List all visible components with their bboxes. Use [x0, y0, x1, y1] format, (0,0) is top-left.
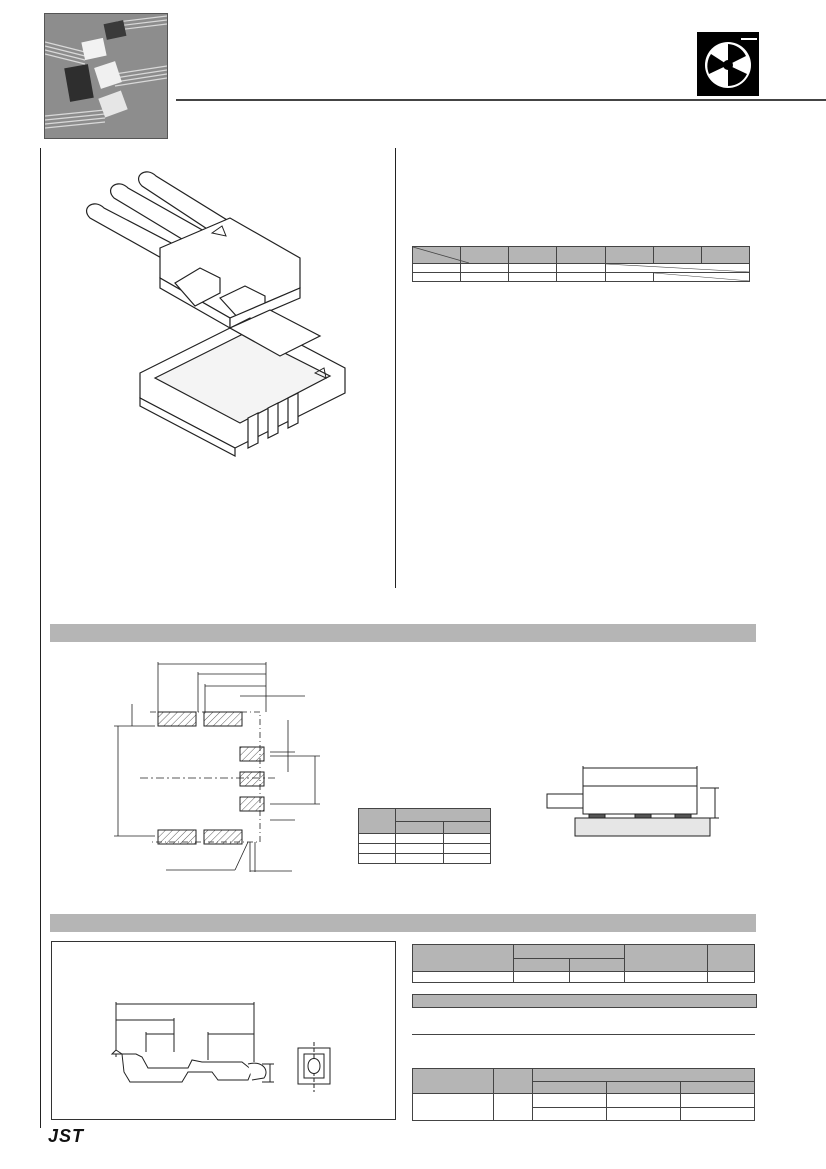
dimensions-table-row	[358, 833, 491, 844]
crimp-tool-row	[413, 1106, 755, 1121]
reel-graphic	[705, 38, 757, 88]
dimensions-table-header-row	[358, 808, 491, 834]
specs-table-header-row	[411, 246, 751, 264]
specs-header-cell	[508, 246, 558, 264]
dimensions-table-row	[358, 843, 491, 854]
specs-header-cell	[700, 246, 751, 264]
dimensions-table-row	[358, 853, 491, 864]
section-bar-pc-board-layout	[50, 624, 756, 642]
connector-3d-drawing	[85, 171, 346, 457]
specs-table	[411, 246, 751, 282]
crimp-tool-header-cell	[532, 1068, 755, 1082]
crimp-tool-header-cell	[493, 1068, 533, 1094]
column-divider	[395, 148, 396, 588]
contact-spec-header-cell	[707, 944, 755, 972]
product-photo	[44, 13, 168, 139]
applicable-wire-bar	[412, 994, 757, 1008]
product-photo-art	[45, 14, 167, 138]
dimensions-table	[358, 808, 491, 864]
specs-header-cell	[460, 246, 510, 264]
contact-spec-row	[412, 971, 755, 983]
crimp-tool-header-cell	[412, 1068, 494, 1094]
contact-spec-header-row	[412, 944, 755, 972]
contact-drawing-box	[51, 941, 396, 1120]
crimp-tool-header-row	[413, 1080, 755, 1094]
wire-spec-rule	[412, 1034, 755, 1035]
contact-spec-header-cell	[412, 944, 514, 972]
crimp-tool-row	[412, 1093, 755, 1121]
crimp-tool-table	[412, 1068, 755, 1121]
dimensions-header-cell	[442, 820, 491, 834]
specs-table-row	[411, 272, 751, 282]
section-bar-contact	[50, 914, 756, 932]
jst-logo: JST	[48, 1126, 85, 1146]
crimp-tool-header-cell	[532, 1080, 607, 1094]
crimp-tool-header-cell	[680, 1080, 755, 1094]
tape-reel-icon	[697, 32, 759, 96]
contact-spec-header-cell	[624, 944, 708, 972]
crimp-tool-header-row	[412, 1068, 755, 1094]
specs-diagonal-cell	[411, 246, 470, 264]
specs-header-cell	[604, 246, 654, 264]
crimp-tool-header-cell	[606, 1080, 681, 1094]
contact-spec-header-row	[413, 957, 755, 972]
left-margin-rule	[40, 148, 41, 1128]
dimensions-header-cell	[358, 808, 396, 834]
header-rule	[176, 99, 826, 101]
contact-spec-header-cell	[513, 957, 570, 972]
contact-spec-header-cell	[513, 944, 625, 959]
specs-table-row	[411, 263, 751, 273]
specs-header-cell	[652, 246, 702, 264]
dimensions-header-cell	[395, 808, 491, 822]
dimensions-header-cell	[395, 820, 444, 834]
specs-header-cell	[556, 246, 606, 264]
pc-board-layout-drawing	[114, 662, 320, 872]
mounted-side-view-drawing	[546, 766, 719, 837]
contact-spec-table	[412, 944, 755, 983]
contact-spec-header-cell	[568, 957, 625, 972]
contact-drawing	[110, 1002, 331, 1092]
